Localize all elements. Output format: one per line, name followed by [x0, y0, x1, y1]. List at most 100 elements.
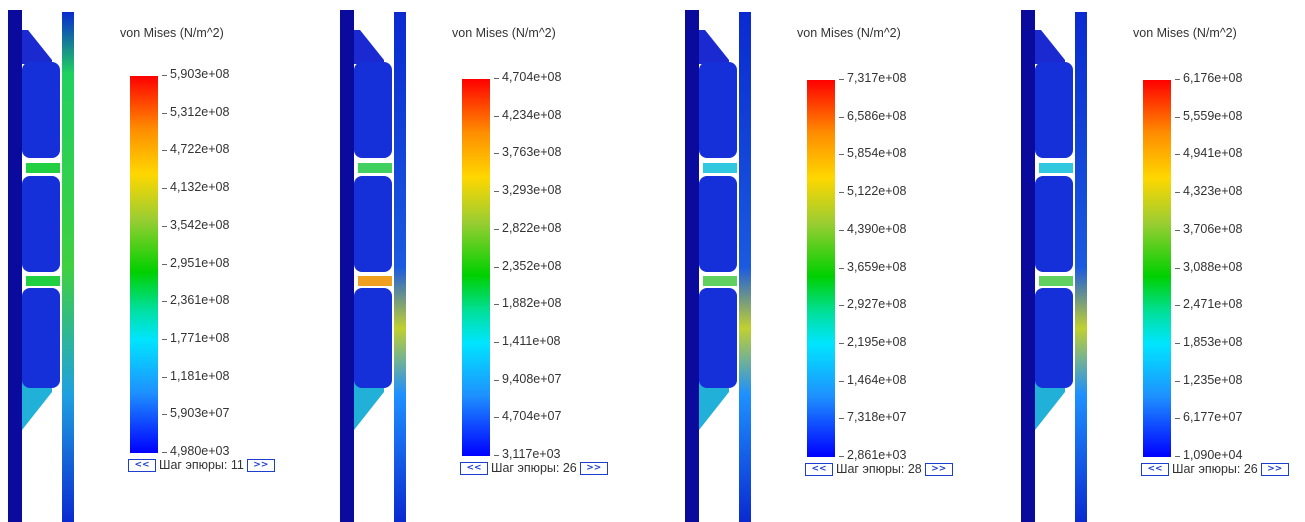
tick-label: 3,763e+08: [493, 145, 562, 160]
tick-label: 4,390e+08: [838, 221, 907, 236]
next-step-button[interactable]: >>: [924, 462, 953, 476]
pad-3: [354, 288, 392, 388]
left-plate: [340, 10, 354, 522]
left-plate: [8, 10, 22, 522]
colorbar: [130, 76, 158, 453]
pad-1: [699, 62, 737, 158]
prev-step-button[interactable]: <<: [1141, 462, 1169, 476]
top-taper: [354, 30, 384, 64]
joint-lower: [26, 276, 60, 286]
tick-label: 2,195e+08: [838, 334, 907, 349]
legend-title: von Mises (N/m^2): [797, 26, 901, 40]
joint-upper: [703, 163, 737, 173]
next-step-button[interactable]: >>: [1260, 462, 1289, 476]
tick-label: 1,235e+08: [1174, 372, 1243, 387]
tick-label: 1,882e+08: [493, 296, 562, 311]
tick-label: 2,352e+08: [493, 258, 562, 273]
tick-label: 4,704e+07: [493, 409, 562, 424]
tick-label: 5,854e+08: [838, 146, 907, 161]
result-panel-2: von Mises (N/m^2) 4,704e+08 4,234e+08 3,763…: [332, 0, 658, 522]
next-step-button[interactable]: >>: [246, 458, 275, 472]
top-taper: [699, 30, 729, 64]
tick-label: 2,861e+03: [838, 448, 907, 462]
tick-label: 3,117e+03: [494, 447, 561, 461]
tick-label: 1,090e+04: [1174, 448, 1243, 462]
bottom-taper: [1035, 380, 1065, 430]
tick-label: 3,293e+08: [493, 183, 562, 198]
left-plate: [1021, 10, 1035, 522]
prev-step-button[interactable]: <<: [460, 461, 488, 475]
left-plate: [685, 10, 699, 522]
colorbar: [462, 79, 490, 456]
tick-label: 4,234e+08: [493, 107, 562, 122]
legend-title: von Mises (N/m^2): [1133, 26, 1237, 40]
tick-label: 4,323e+08: [1174, 184, 1243, 199]
model-view: [340, 10, 406, 522]
tick-label: 4,722e+08: [161, 142, 230, 157]
joint-lower: [703, 276, 737, 286]
right-strip: [62, 12, 74, 522]
tick-label: 1,464e+08: [838, 372, 907, 387]
tick-label: 7,317e+08: [838, 71, 907, 85]
prev-step-button[interactable]: <<: [805, 462, 833, 476]
tick-label: 1,181e+08: [161, 368, 230, 383]
tick-label: 5,559e+08: [1174, 108, 1243, 123]
plot-step-control: <<Шаг эпюры: 28>>: [805, 462, 953, 476]
tick-label: 4,132e+08: [161, 180, 230, 195]
step-label: Шаг эпюры: 26: [1172, 462, 1258, 476]
step-label: Шаг эпюры: 26: [491, 461, 577, 475]
pad-2: [22, 176, 60, 272]
tick-label: 4,704e+08: [493, 70, 562, 84]
joint-lower: [358, 276, 392, 286]
bottom-taper: [354, 380, 384, 430]
tick-label: 9,408e+07: [493, 371, 562, 386]
model-view: [8, 10, 74, 522]
tick-label: 6,177e+07: [1174, 410, 1243, 425]
joint-upper: [26, 163, 60, 173]
tick-label: 7,318e+07: [838, 410, 907, 425]
step-label: Шаг эпюры: 11: [159, 458, 244, 472]
pad-2: [354, 176, 392, 272]
right-strip: [739, 12, 751, 522]
tick-label: 5,312e+08: [161, 104, 230, 119]
tick-label: 3,088e+08: [1174, 259, 1243, 274]
top-taper: [22, 30, 52, 64]
pad-1: [22, 62, 60, 158]
tick-label: 2,471e+08: [1174, 297, 1243, 312]
pad-2: [1035, 176, 1073, 272]
top-taper: [1035, 30, 1065, 64]
right-strip: [1075, 12, 1087, 522]
tick-label: 1,771e+08: [161, 330, 230, 345]
prev-step-button[interactable]: <<: [128, 458, 156, 472]
pad-1: [354, 62, 392, 158]
tick-label: 3,659e+08: [838, 259, 907, 274]
right-strip: [394, 12, 406, 522]
tick-label: 5,903e+08: [161, 67, 230, 81]
plot-step-control: <<Шаг эпюры: 26>>: [460, 461, 608, 475]
pad-3: [22, 288, 60, 388]
bottom-taper: [699, 380, 729, 430]
tick-label: 5,903e+07: [161, 406, 230, 421]
tick-label: 2,822e+08: [493, 220, 562, 235]
tick-label: 1,853e+08: [1174, 334, 1243, 349]
tick-label: 2,361e+08: [161, 293, 230, 308]
legend-title: von Mises (N/m^2): [120, 26, 224, 40]
pad-1: [1035, 62, 1073, 158]
joint-upper: [358, 163, 392, 173]
plot-step-control: <<Шаг эпюры: 11>>: [128, 458, 275, 472]
tick-label: 5,122e+08: [838, 184, 907, 199]
tick-label: 6,176e+08: [1174, 71, 1243, 85]
pad-3: [1035, 288, 1073, 388]
next-step-button[interactable]: >>: [579, 461, 608, 475]
result-panel-1: von Mises (N/m^2) 5,903e+08 5,312e+08 4,722…: [0, 0, 326, 522]
tick-label: 4,980e+03: [161, 444, 230, 458]
pad-3: [699, 288, 737, 388]
tick-label: 1,411e+08: [494, 333, 561, 348]
model-view: [685, 10, 751, 522]
tick-label: 3,706e+08: [1174, 221, 1243, 236]
legend-title: von Mises (N/m^2): [452, 26, 556, 40]
tick-label: 2,927e+08: [838, 297, 907, 312]
model-view: [1021, 10, 1087, 522]
